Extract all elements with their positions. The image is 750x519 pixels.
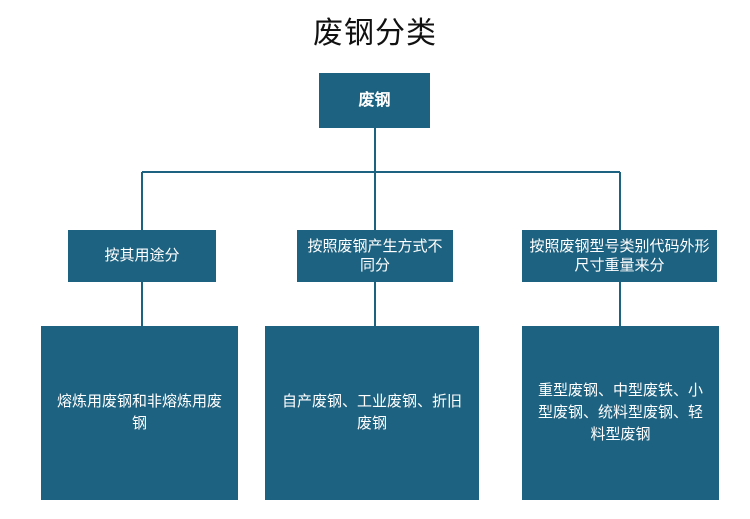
category-node-size-weight: 按照废钢型号类别代码外形尺寸重量来分 [522, 230, 717, 282]
category-node-label: 按其用途分 [104, 246, 180, 265]
leaf-node-usage: 熔炼用废钢和非熔炼用废钢 [41, 326, 238, 500]
category-node-label: 按照废钢型号类别代码外形尺寸重量来分 [529, 236, 710, 275]
leaf-node-origin: 自产废钢、工业废钢、折旧废钢 [265, 326, 479, 500]
category-node-usage: 按其用途分 [68, 230, 216, 282]
root-node: 废钢 [319, 73, 430, 128]
leaf-node-text: 自产废钢、工业废钢、折旧废钢 [281, 392, 462, 432]
leaf-node-size-weight: 重型废钢、中型废铁、小型废钢、统料型废钢、轻料型废钢 [522, 326, 719, 500]
leaf-node-text: 重型废钢、中型废铁、小型废钢、统料型废钢、轻料型废钢 [537, 381, 703, 443]
diagram-title: 废钢分类 [313, 16, 437, 51]
category-node-origin: 按照废钢产生方式不同分 [297, 230, 453, 282]
leaf-node-text: 熔炼用废钢和非熔炼用废钢 [56, 392, 222, 432]
category-node-label: 按照废钢产生方式不同分 [307, 236, 443, 275]
root-node-label: 废钢 [358, 90, 391, 110]
